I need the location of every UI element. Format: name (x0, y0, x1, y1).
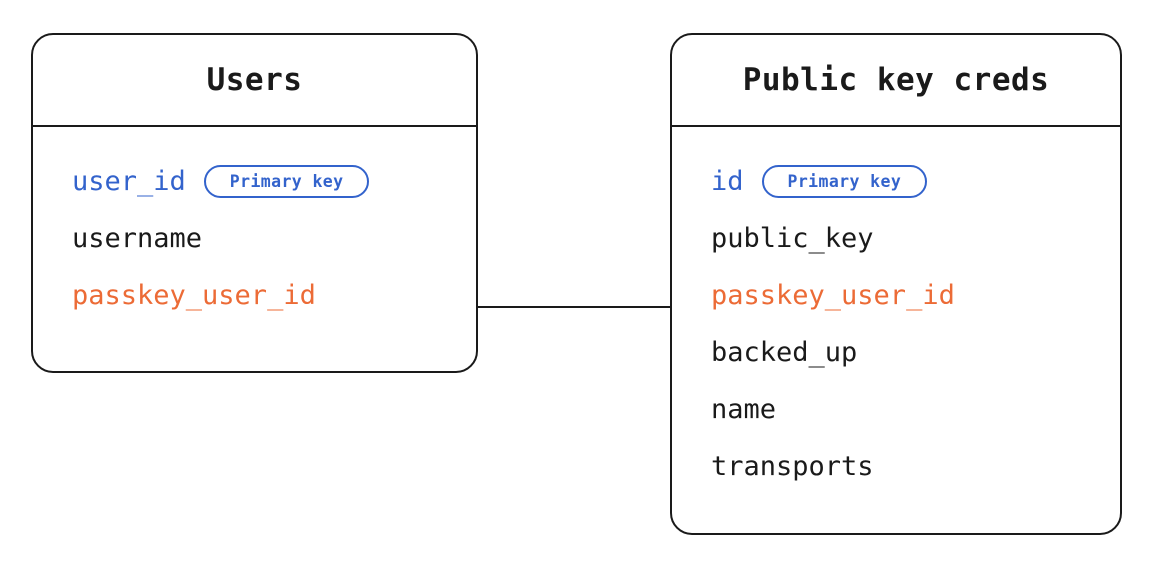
field-row-passkey-user-id[interactable]: passkey_user_id (33, 267, 476, 324)
entity-fields-users: user_id Primary key username passkey_use… (33, 127, 476, 371)
field-row-user-id[interactable]: user_id Primary key (33, 153, 476, 210)
entity-header-users: Users (33, 35, 476, 127)
entity-card-users[interactable]: Users user_id Primary key username passk… (31, 33, 478, 373)
field-row-id[interactable]: id Primary key (672, 153, 1120, 210)
primary-key-badge: Primary key (203, 165, 370, 198)
entity-card-public-key-creds[interactable]: Public key creds id Primary key public_k… (670, 33, 1122, 535)
field-row-username[interactable]: username (33, 210, 476, 267)
entity-header-public-key-creds: Public key creds (672, 35, 1120, 127)
field-name-passkey-user-id: passkey_user_id (711, 280, 955, 311)
field-name-backed-up: backed_up (711, 337, 858, 368)
field-name-passkey-user-id: passkey_user_id (72, 280, 316, 311)
field-name-id: id (711, 166, 744, 197)
field-name-public-key: public_key (711, 223, 874, 254)
primary-key-badge: Primary key (761, 165, 928, 198)
field-name-user-id: user_id (72, 166, 186, 197)
relationship-connector-users-to-creds (478, 306, 670, 308)
field-row-transports[interactable]: transports (672, 438, 1120, 495)
entity-title-public-key-creds: Public key creds (742, 62, 1050, 98)
entity-fields-public-key-creds: id Primary key public_key passkey_user_i… (672, 127, 1120, 533)
field-name-name: name (711, 394, 777, 425)
field-row-passkey-user-id[interactable]: passkey_user_id (672, 267, 1120, 324)
field-name-username: username (72, 223, 203, 254)
field-row-public-key[interactable]: public_key (672, 210, 1120, 267)
entity-title-users: Users (206, 62, 303, 98)
field-row-name[interactable]: name (672, 381, 1120, 438)
field-row-backed-up[interactable]: backed_up (672, 324, 1120, 381)
field-name-transports: transports (711, 451, 874, 482)
